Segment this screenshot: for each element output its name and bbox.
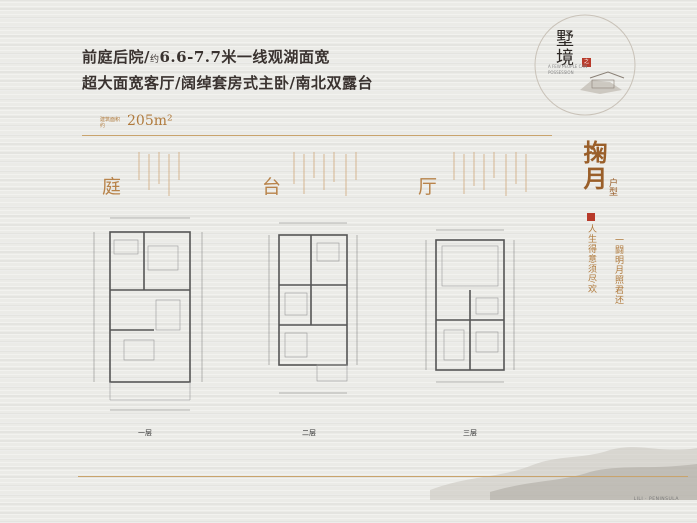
logo-seal: 之 [582,58,591,67]
floor-plan-3 [425,229,515,383]
poem-left: 人生得意须尽欢 [586,224,596,294]
headline-line-1: 前庭后院/约6.6-7.7米一线观湖面宽 [82,46,330,67]
caption-lines-3 [453,152,527,196]
caption-lines-2 [293,152,357,196]
logo-tagline: A FEW PEOPLE CAN POSSESSION [548,64,588,75]
logo-emblem [530,10,640,120]
headline-approx: 约 [149,55,160,65]
ink-mountain-decoration [430,447,697,500]
area-value: 205m² [127,113,173,129]
floor-label-3: 三层 [463,429,477,437]
unit-type-label: 户型 [607,178,617,196]
divider-line [82,135,552,136]
room-char-1: 庭 [102,176,122,198]
headline-part-a: 前庭后院/ [82,48,150,66]
room-char-3: 厅 [418,176,438,198]
room-char-2: 台 [262,176,282,198]
floor-label-1: 一层 [138,429,152,437]
floor-plan-1 [93,217,203,411]
unit-name: 掬月 [579,140,608,192]
area-label: 建筑面积约 [100,117,121,129]
floor-plan-2 [268,222,358,394]
headline-line-2: 超大面宽客厅/阔绰套房式主卧/南北双露台 [82,74,373,92]
unit-seal [587,213,595,221]
poem-right: 一闘明月照君还 [613,235,623,305]
logo-title: 墅境 [556,29,574,69]
headline-part-b: 6.6-7.7米一线观湖面宽 [159,48,330,66]
bottom-divider [78,476,688,477]
caption-lines-1 [138,152,180,196]
floor-label-2: 二层 [302,429,316,437]
logo-circle-graphic [534,14,636,116]
brand-text: LILI · PENINSULA [633,497,679,502]
